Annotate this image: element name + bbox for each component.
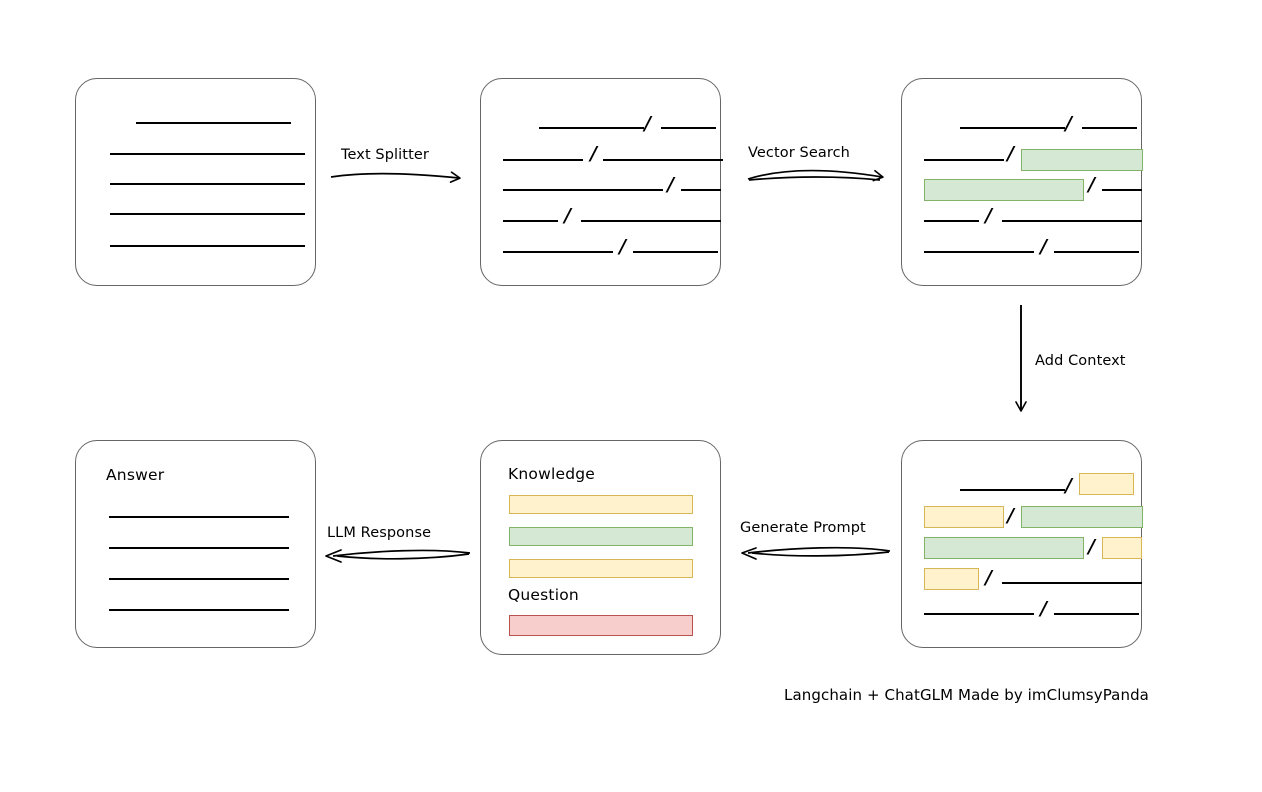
doc-line — [110, 245, 305, 247]
node-source-document[interactable] — [75, 78, 316, 286]
knowledge-bar-yellow[interactable] — [509, 495, 693, 514]
edge-label-llm-response: LLM Response — [327, 525, 432, 541]
edge-label-vector-search: Vector Search — [748, 145, 850, 161]
doc-line — [136, 122, 291, 124]
chunk-line — [503, 220, 558, 222]
chunk-separator: / — [1065, 474, 1072, 497]
chunk-line — [1102, 189, 1142, 191]
knowledge-bar-green[interactable] — [509, 527, 693, 546]
node-answer[interactable]: Answer — [75, 440, 316, 648]
chunk-line — [633, 251, 718, 253]
matched-chunk-green[interactable] — [1021, 149, 1143, 171]
chunk-line — [603, 159, 723, 161]
answer-label: Answer — [106, 466, 165, 484]
chunk-line — [924, 251, 1034, 253]
chunk-separator: / — [1040, 235, 1047, 258]
chunk-line — [1002, 220, 1142, 222]
chunk-line — [503, 189, 663, 191]
chunk-line — [1082, 127, 1137, 129]
context-chunk-yellow[interactable] — [1079, 473, 1134, 495]
chunk-line — [1054, 613, 1139, 615]
arrow-llm-response — [325, 549, 471, 563]
chunk-line — [924, 220, 979, 222]
chunk-separator: / — [1088, 173, 1095, 196]
context-chunk-yellow[interactable] — [924, 506, 1004, 528]
context-chunk-green[interactable] — [1021, 506, 1143, 528]
node-context-chunks[interactable]: / / / / / — [901, 440, 1143, 648]
chunk-separator: / — [619, 235, 626, 258]
context-chunk-yellow[interactable] — [1102, 537, 1142, 559]
edge-label-text-splitter: Text Splitter — [341, 147, 429, 163]
question-bar-red[interactable] — [509, 615, 693, 636]
chunk-separator: / — [667, 173, 674, 196]
chunk-line — [960, 127, 1065, 129]
knowledge-bar-yellow[interactable] — [509, 559, 693, 578]
chunk-line — [924, 613, 1034, 615]
chunk-separator: / — [1065, 112, 1072, 135]
arrow-vector-search — [747, 169, 884, 182]
edge-label-generate-prompt: Generate Prompt — [740, 520, 866, 536]
doc-line — [110, 183, 305, 185]
arrow-text-splitter — [330, 171, 461, 183]
chunk-line — [1002, 582, 1142, 584]
chunk-line — [681, 189, 721, 191]
context-chunk-yellow[interactable] — [924, 568, 979, 590]
doc-line — [110, 153, 305, 155]
chunk-separator: / — [590, 142, 597, 165]
prompt-question-label: Question — [508, 586, 579, 604]
context-chunk-green[interactable] — [924, 537, 1084, 559]
arrow-generate-prompt — [741, 546, 891, 560]
chunk-line — [960, 489, 1065, 491]
prompt-knowledge-label: Knowledge — [508, 465, 596, 483]
matched-chunk-green[interactable] — [924, 179, 1084, 201]
footer-credit: Langchain + ChatGLM Made by imClumsyPand… — [784, 686, 1149, 704]
chunk-line — [503, 251, 613, 253]
node-split-chunks[interactable]: / / / / / — [480, 78, 723, 286]
answer-line — [109, 578, 289, 580]
chunk-separator: / — [985, 566, 992, 589]
chunk-separator: / — [985, 204, 992, 227]
edge-label-add-context: Add Context — [1035, 353, 1126, 369]
answer-line — [109, 547, 289, 549]
node-matched-chunks[interactable]: / / / / / — [901, 78, 1143, 286]
chunk-line — [503, 159, 583, 161]
chunk-line — [1054, 251, 1139, 253]
node-prompt[interactable]: Knowledge Question — [480, 440, 721, 655]
chunk-line — [661, 127, 716, 129]
answer-line — [109, 609, 289, 611]
chunk-separator: / — [1007, 504, 1014, 527]
chunk-separator: / — [644, 112, 651, 135]
doc-line — [110, 213, 305, 215]
answer-line — [109, 516, 289, 518]
chunk-line — [924, 159, 1004, 161]
chunk-separator: / — [1007, 142, 1014, 165]
chunk-line — [539, 127, 644, 129]
chunk-separator: / — [1040, 597, 1047, 620]
chunk-separator: / — [564, 204, 571, 227]
chunk-line — [581, 220, 721, 222]
chunk-separator: / — [1088, 535, 1095, 558]
